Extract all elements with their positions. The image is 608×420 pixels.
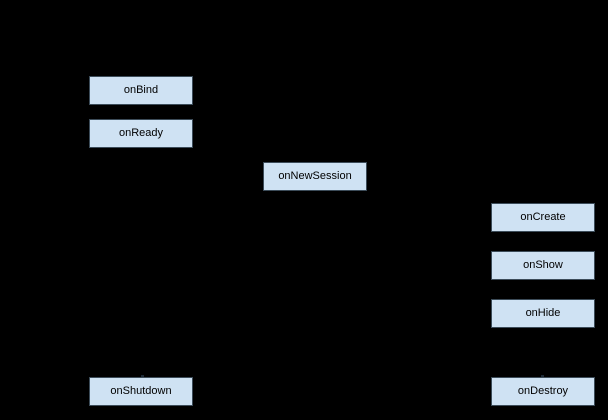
- node-onhide: onHide: [491, 299, 595, 328]
- node-onshow-label: onShow: [523, 259, 563, 271]
- node-onbind: onBind: [89, 76, 193, 105]
- node-ondestroy: onDestroy: [491, 377, 595, 406]
- node-onnewsession-label: onNewSession: [278, 170, 352, 182]
- node-oncreate: onCreate: [491, 203, 595, 232]
- arrow-tip: [541, 375, 544, 377]
- node-onshow: onShow: [491, 251, 595, 280]
- node-onready: onReady: [89, 119, 193, 148]
- node-onready-label: onReady: [118, 127, 164, 139]
- arrow-tip: [141, 375, 144, 377]
- node-onhide-label: onHide: [525, 307, 561, 319]
- node-ondestroy-label: onDestroy: [517, 385, 569, 397]
- node-onnewsession: onNewSession: [263, 162, 367, 191]
- node-onshutdown-label: onShutdown: [110, 385, 172, 397]
- node-onbind-label: onBind: [123, 84, 159, 96]
- node-oncreate-label: onCreate: [520, 211, 566, 223]
- node-onshutdown: onShutdown: [89, 377, 193, 406]
